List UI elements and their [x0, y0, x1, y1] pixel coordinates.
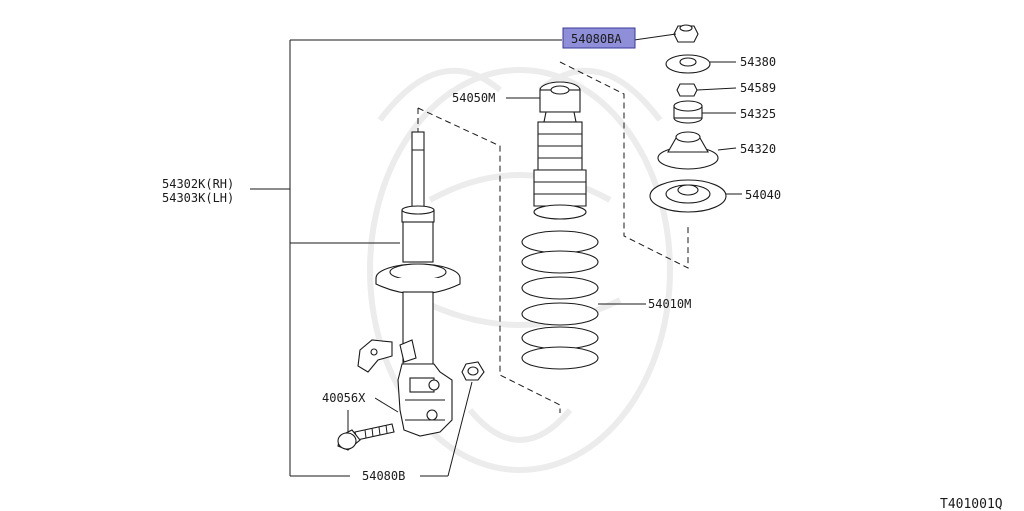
nut-54589 [676, 83, 698, 97]
leader-lines [347, 33, 742, 432]
coil-spring-54010m [521, 230, 599, 370]
washer-54380 [665, 54, 711, 74]
label-54320: 54320 [740, 142, 776, 156]
highlight-box-54080ba [562, 27, 636, 49]
strut-nut-54080ba [673, 24, 699, 43]
strut-assembly [357, 108, 461, 437]
seat-54040 [649, 179, 727, 213]
label-strut-lh: 54303K(LH) [162, 191, 234, 205]
label-54080ba: 54080BA [571, 32, 622, 46]
label-54080b: 54080B [362, 469, 405, 483]
label-54010m: 54010M [648, 297, 691, 311]
label-54050m: 54050M [452, 91, 495, 105]
nut-54080b [461, 361, 485, 381]
label-54380: 54380 [740, 55, 776, 69]
bump-stop-54050m [533, 81, 587, 220]
label-54589: 54589 [740, 81, 776, 95]
label-strut-rh: 54302K(RH) [162, 177, 234, 191]
assembly-guide-lines [417, 61, 689, 413]
label-54040: 54040 [745, 188, 781, 202]
mount-54320 [657, 131, 719, 170]
bushing-54325 [673, 100, 703, 124]
bolt-40056x [337, 423, 395, 451]
label-54325: 54325 [740, 107, 776, 121]
figure-code: T401001Q [940, 497, 1003, 511]
label-40056x: 40056X [322, 391, 366, 405]
strut-bracket-lines [250, 39, 562, 477]
